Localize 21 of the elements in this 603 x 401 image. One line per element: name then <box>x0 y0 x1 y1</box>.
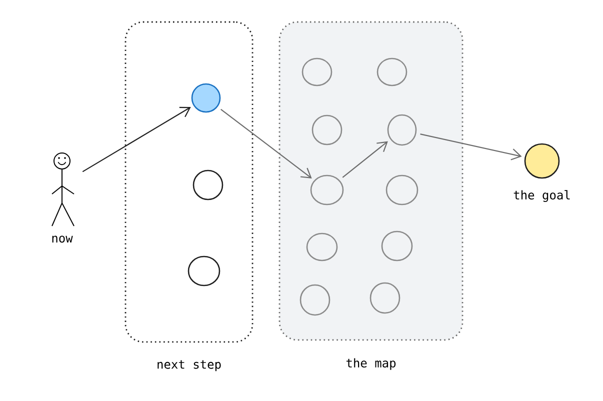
node-label: now <box>52 236 73 243</box>
arrow <box>420 134 522 160</box>
circle <box>370 282 400 314</box>
box-label: next step <box>158 360 221 372</box>
arrow <box>220 108 312 178</box>
circle <box>376 58 408 86</box>
circle <box>300 284 330 316</box>
circle <box>310 174 344 206</box>
circle <box>188 256 220 286</box>
circle <box>191 83 221 113</box>
circle <box>387 114 417 146</box>
circle <box>312 114 342 146</box>
box-label: the map <box>346 358 396 370</box>
circle <box>381 230 413 262</box>
arrow <box>342 141 388 178</box>
circle <box>306 232 338 262</box>
circle <box>192 170 224 200</box>
arrow <box>82 106 191 172</box>
circle <box>386 174 418 206</box>
node-label: the goal <box>514 190 570 202</box>
circle <box>302 58 332 86</box>
